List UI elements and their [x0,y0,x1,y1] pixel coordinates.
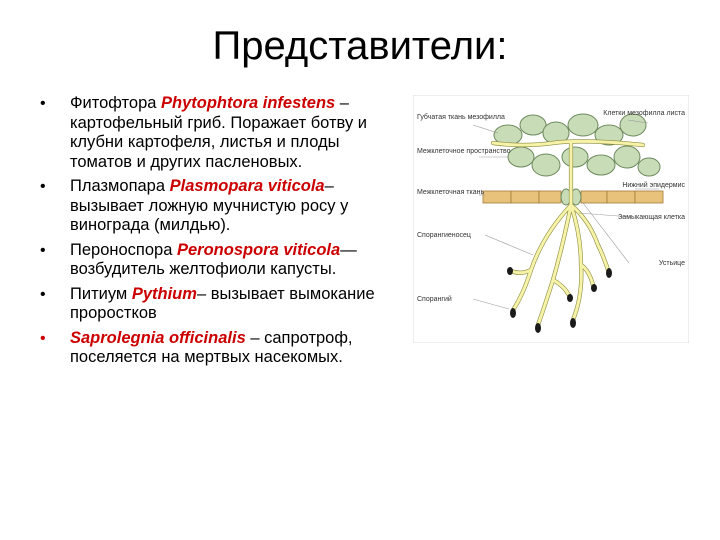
species-latin-name: Phytophtora infestens [161,94,336,112]
sporangium [507,267,513,275]
species-description: – сапротроф, поселяется на мертвых насек… [70,328,353,367]
leaf-cross-section-diagram: Губчатая ткань мезофилла Межклеточное пр… [413,95,689,343]
leader-line [627,119,649,124]
sporangium [606,268,612,278]
epidermis-cell [510,190,540,204]
species-latin-name: Peronospora viticola [176,240,341,259]
species-common-name: Плазмопара [70,177,170,195]
sporangium [570,318,576,328]
label-intercellular-tissue: Межклеточная ткань [417,189,484,196]
list-item: • Плазмопара Plasmopara viticola– вызыва… [40,177,400,236]
species-list: • Фитофтора Phytophtora infestens – карт… [40,94,400,373]
list-item: • Питиум Pythium– вызывает вымокание про… [40,285,400,324]
list-item: • Saprolegnia officinalis – сапротроф, п… [40,329,400,368]
mesophyll-cells [493,113,661,177]
mesophyll-cell [507,146,535,168]
species-common-name: Фитофтора [70,94,162,112]
slide-title: Представители: [212,24,508,68]
leader-lines [472,119,659,310]
mesophyll-cell [531,153,561,177]
epidermis-cell [482,190,512,204]
bullet-dot: • [40,95,46,112]
epidermis-cell [580,190,608,204]
bullet-dot: • [40,178,46,195]
bullet-dot: • [40,285,46,303]
sporangium [591,284,597,292]
sporangium [567,294,573,302]
label-spongy-tissue: Губчатая ткань мезофилла [417,113,505,121]
hypha-strand [491,139,645,147]
mesophyll-cell [613,145,641,169]
label-intercellular-space: Межклеточное пространство [417,148,511,155]
sporangiophore-branch [569,203,610,272]
leader-line [472,298,510,310]
label-stoma: Устьице [659,260,685,267]
species-description: – картофельный гриб. Поражает ботву и кл… [70,94,367,171]
list-item: • Пероноспора Peronospora viticola— возб… [40,241,400,280]
mesophyll-cell [637,157,661,177]
species-description: — возбудитель желтофиоли капусты. [70,240,357,279]
leader-line [472,124,499,134]
leader-line [582,202,630,264]
epidermis-cell [538,190,562,204]
species-latin-name: Plasmopara viticola [169,177,325,195]
mesophyll-cell [567,113,599,137]
sporangium [535,323,541,333]
sporangium [510,308,516,318]
label-sporangium: Спорангий [417,295,452,303]
leader-line [578,212,632,218]
label-lower-epidermis: Нижний эпидермис [622,181,685,189]
list-item: • Фитофтора Phytophtora infestens – карт… [40,94,400,172]
species-description: – вызывает ложную мучнистую росу у виног… [70,177,349,234]
sporangiophore-branch [551,278,571,297]
species-common-name: Питиум [70,284,132,303]
mesophyll-cell [519,114,547,136]
fungal-hyphae [490,139,646,328]
epidermis-cell [606,190,636,204]
leader-line [484,234,534,256]
mesophyll-cell [619,113,647,137]
sporangia [507,267,612,333]
species-common-name: Пероноспора [70,240,177,259]
epidermis-cell [634,190,664,204]
label-sporangiophore: Спорангиеносец [417,232,471,239]
label-guard-cell: Замыкающая клетка [618,214,685,221]
species-description: – вызывает вымокание проростков [70,284,375,323]
sporangiophore-branch [579,263,595,287]
mesophyll-cell [561,146,589,168]
species-latin-name: Saprolegnia officinalis [70,328,246,347]
bullet-dot: • [40,241,46,259]
bullet-dot: • [40,329,46,347]
mesophyll-cell [586,154,616,176]
lower-epidermis [482,190,664,204]
label-mesophyll-cells: Клетки мезофилла листа [603,110,685,117]
species-latin-name: Pythium [131,284,197,303]
